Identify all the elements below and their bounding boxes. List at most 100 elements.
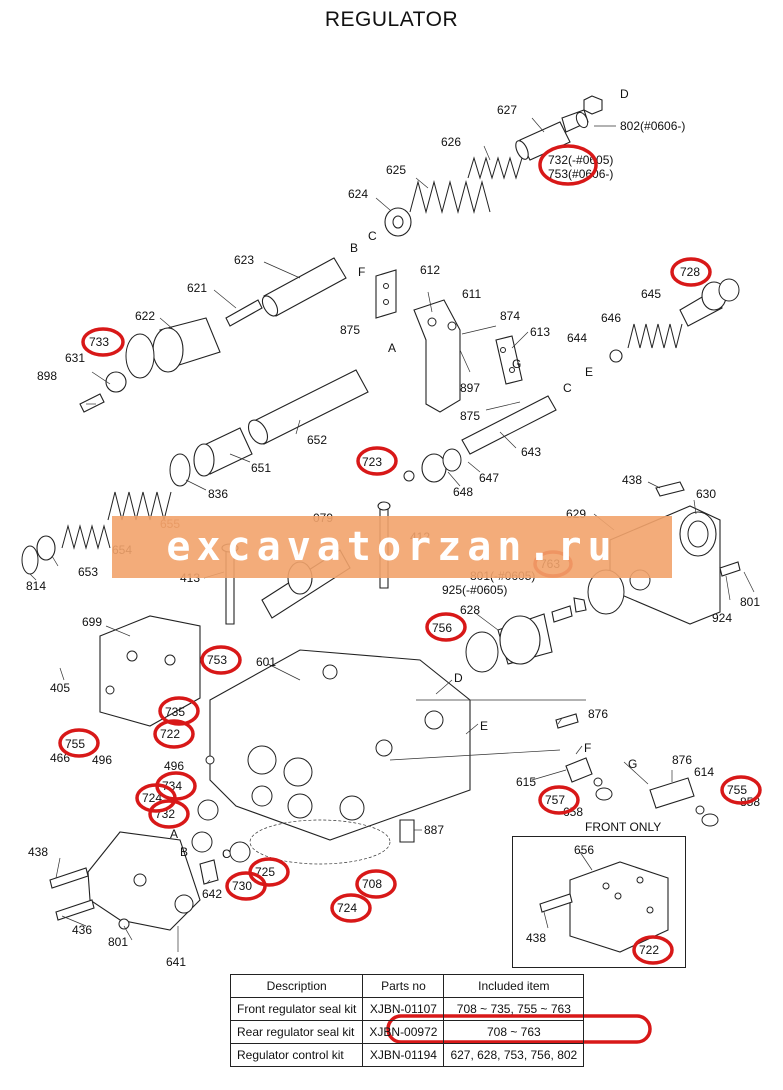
label-F1: F	[358, 265, 365, 279]
table-header-included-item: Included item	[443, 974, 585, 998]
label-732a: 732(-#0605)	[548, 153, 613, 167]
table-cell: XJBN-01194	[362, 1043, 445, 1067]
label-925: 925(-#0605)	[442, 583, 507, 597]
label-656: 656	[574, 843, 594, 857]
table-cell: 708 ~ 735, 755 ~ 763	[443, 997, 585, 1021]
label-658: 658	[563, 805, 583, 819]
label-438a: 438	[622, 473, 642, 487]
label-757: 757	[545, 793, 565, 807]
table-cell: Front regulator seal kit	[229, 997, 364, 1021]
label-611: 611	[462, 287, 481, 301]
label-645: 645	[641, 287, 661, 301]
table-row: Regulator control kit XJBN-01194 627, 62…	[229, 1043, 585, 1067]
label-733: 733	[89, 335, 109, 349]
label-643: 643	[521, 445, 541, 459]
label-436: 436	[72, 923, 92, 937]
label-887: 887	[424, 823, 444, 837]
label-628: 628	[460, 603, 480, 617]
label-648: 648	[453, 485, 473, 499]
top-spool-assembly	[21, 95, 741, 673]
label-496a: 496	[92, 753, 112, 767]
table-header-row: Description Parts no Included item	[229, 974, 585, 998]
label-801b: 801	[740, 595, 760, 609]
label-876b: 876	[672, 753, 692, 767]
label-630: 630	[696, 487, 716, 501]
label-646: 646	[601, 311, 621, 325]
label-641: 641	[166, 955, 186, 969]
label-615: 615	[516, 775, 536, 789]
label-601: 601	[256, 655, 276, 669]
label-631: 631	[65, 351, 85, 365]
label-C1: C	[368, 229, 377, 243]
highlight-732-753	[538, 144, 598, 186]
label-756: 756	[432, 621, 452, 635]
label-708: 708	[362, 877, 382, 891]
label-623: 623	[234, 253, 254, 267]
label-734: 734	[162, 779, 182, 793]
label-644: 644	[567, 331, 587, 345]
table-cell: Rear regulator seal kit	[229, 1020, 364, 1044]
label-651: 651	[251, 461, 271, 475]
label-802: 802(#0606-)	[620, 119, 685, 133]
label-627: 627	[497, 103, 517, 117]
label-653: 653	[78, 565, 98, 579]
label-612: 612	[420, 263, 440, 277]
label-753a: 753(#0606-)	[548, 167, 613, 181]
front-only-label: FRONT ONLY	[585, 820, 662, 834]
table-cell: Regulator control kit	[229, 1043, 364, 1067]
label-814: 814	[26, 579, 46, 593]
label-898: 898	[37, 369, 57, 383]
label-A1: A	[388, 341, 396, 355]
label-755a: 755	[65, 737, 85, 751]
label-647: 647	[479, 471, 499, 485]
table-header-parts-no: Parts no	[362, 974, 445, 998]
table-cell: XJBN-00972	[362, 1020, 445, 1044]
label-B2: B	[180, 845, 188, 859]
highlight-724a	[135, 783, 177, 813]
label-728: 728	[680, 265, 700, 279]
label-722a: 722	[160, 727, 180, 741]
label-735: 735	[165, 705, 185, 719]
highlight-735	[158, 696, 200, 726]
table-row: Rear regulator seal kit XJBN-00972 708 ~…	[229, 1020, 585, 1044]
label-875a: 875	[340, 323, 360, 337]
highlight-732b	[148, 799, 190, 829]
label-755b: 755	[727, 783, 747, 797]
highlight-755a	[58, 728, 100, 758]
label-F2: F	[584, 741, 591, 755]
label-613: 613	[530, 325, 550, 339]
highlight-753	[200, 645, 242, 675]
label-621: 621	[187, 281, 207, 295]
highlight-728	[670, 257, 712, 287]
table-cell: 627, 628, 753, 756, 802	[443, 1043, 585, 1067]
highlight-730	[225, 871, 267, 901]
label-642: 642	[202, 887, 222, 901]
label-652: 652	[307, 433, 327, 447]
highlight-733	[81, 327, 125, 357]
label-897: 897	[460, 381, 480, 395]
highlight-724b	[330, 893, 372, 923]
label-E2: E	[480, 719, 488, 733]
label-622: 622	[135, 309, 155, 323]
label-D1: D	[620, 87, 629, 101]
label-876a: 876	[588, 707, 608, 721]
label-626: 626	[441, 135, 461, 149]
label-836: 836	[208, 487, 228, 501]
highlight-757	[538, 785, 580, 815]
label-723: 723	[362, 455, 382, 469]
label-E1: E	[585, 365, 593, 379]
label-D2: D	[454, 671, 463, 685]
label-699: 699	[82, 615, 102, 629]
label-G2: G	[628, 757, 637, 771]
highlight-708	[355, 869, 397, 899]
label-405: 405	[50, 681, 70, 695]
table-header-description: Description	[229, 974, 364, 998]
label-801c: 801	[108, 935, 128, 949]
table-row: Front regulator seal kit XJBN-01107 708 …	[229, 997, 585, 1021]
label-438b: 438	[28, 845, 48, 859]
watermark-band	[112, 516, 672, 578]
label-G1: G	[512, 357, 521, 371]
label-A2: A	[170, 827, 178, 841]
leader-lines	[29, 117, 755, 952]
label-722b: 722	[639, 943, 659, 957]
